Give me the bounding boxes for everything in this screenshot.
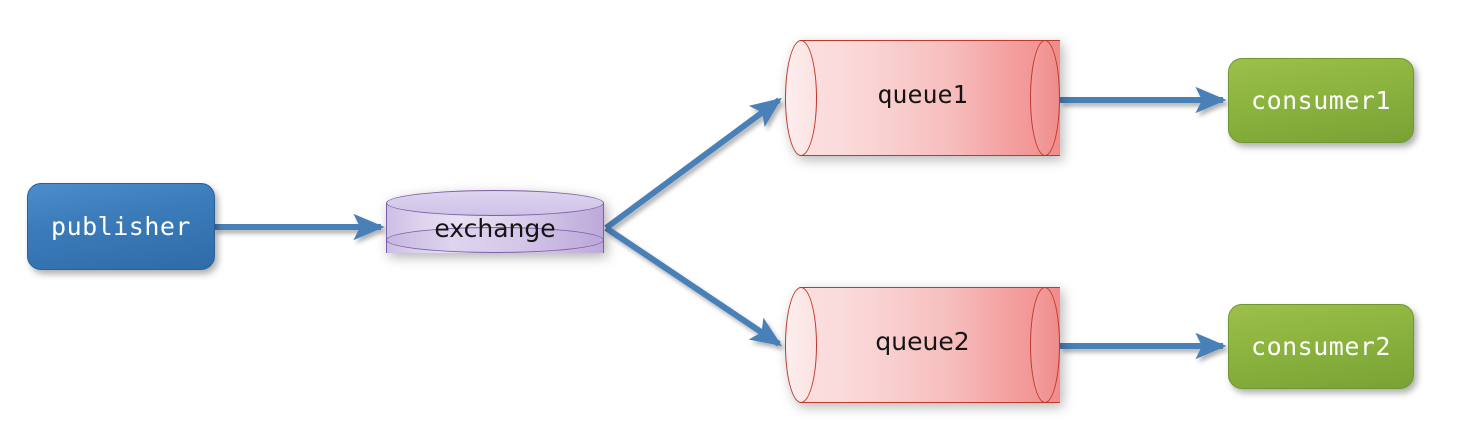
- queue1-cylinder-right-ellipse: [1030, 40, 1060, 156]
- node-queue2[interactable]: queue2: [785, 287, 1060, 403]
- node-queue1[interactable]: queue1: [785, 40, 1060, 156]
- node-consumer2[interactable]: consumer2: [1228, 304, 1414, 389]
- node-consumer1-label: consumer1: [1251, 86, 1391, 115]
- queue2-cylinder-right-ellipse: [1030, 287, 1060, 403]
- node-consumer2-label: consumer2: [1251, 332, 1391, 361]
- queue2-cylinder-body: [800, 287, 1060, 403]
- node-consumer1[interactable]: consumer1: [1228, 58, 1414, 143]
- node-publisher-label: publisher: [51, 212, 191, 241]
- queue2-cylinder-left-ellipse: [785, 287, 817, 403]
- node-publisher[interactable]: publisher: [27, 183, 215, 270]
- edge-exchange-to-queue1: [604, 97, 782, 231]
- queue1-cylinder-left-ellipse: [785, 40, 817, 156]
- node-exchange[interactable]: exchange: [386, 190, 604, 266]
- edge-exchange-to-queue2: [604, 225, 782, 347]
- exchange-cylinder-bottom-ellipse: [386, 227, 604, 253]
- exchange-cylinder-top-ellipse: [386, 190, 604, 216]
- queue1-cylinder-body: [800, 40, 1060, 156]
